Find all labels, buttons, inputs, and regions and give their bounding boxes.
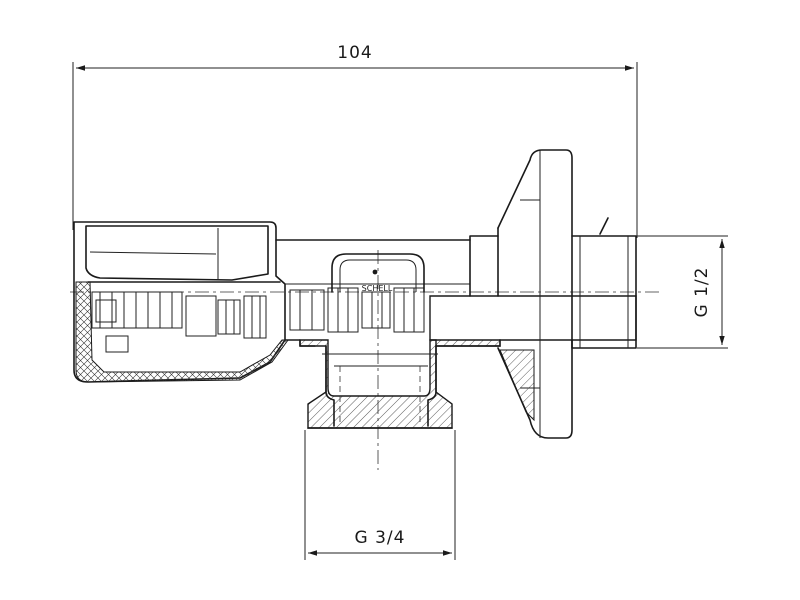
dimension-outlet-thread: G 1/2 bbox=[637, 235, 728, 349]
dimension-overall-length-label: 104 bbox=[337, 43, 372, 63]
valve-handle bbox=[73, 221, 289, 383]
dimension-inlet-thread-label: G 3/4 bbox=[355, 528, 406, 548]
wall-rosette bbox=[497, 149, 573, 439]
dimension-overall-length: 104 bbox=[72, 43, 638, 238]
outlet-connection bbox=[571, 217, 637, 349]
dimension-outlet-thread-label: G 1/2 bbox=[692, 267, 712, 318]
body-marking-text: SCHELL bbox=[362, 284, 393, 293]
marking-dot bbox=[372, 269, 378, 275]
dimension-inlet-thread: G 3/4 bbox=[304, 430, 456, 560]
valve-body: SCHELL bbox=[275, 227, 637, 429]
